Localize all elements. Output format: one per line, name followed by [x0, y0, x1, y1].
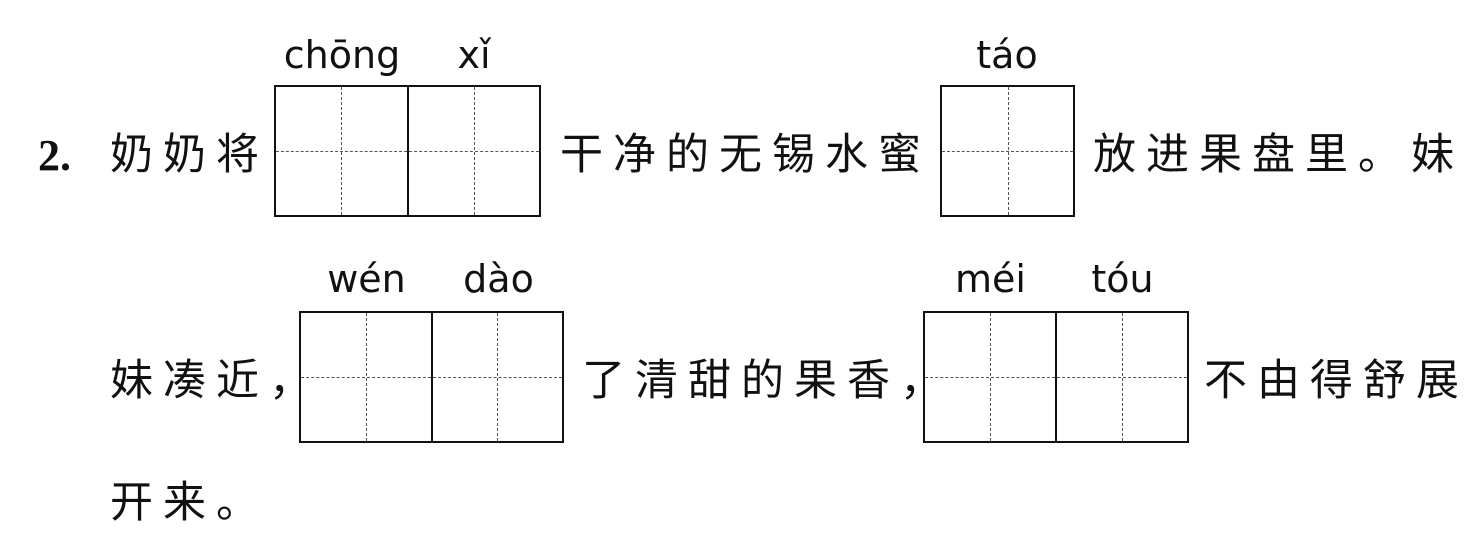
- pinyin-label: méi: [955, 257, 1026, 301]
- pinyin-label: tóu: [1091, 257, 1154, 301]
- tianzige-answer-box[interactable]: [940, 85, 1075, 217]
- pinyin-label: chōng: [283, 33, 401, 77]
- writing-cell[interactable]: [942, 87, 1073, 215]
- writing-cell[interactable]: [301, 313, 431, 441]
- writing-cell[interactable]: [276, 87, 407, 215]
- sentence-text: 了清甜的果香，: [582, 356, 953, 406]
- sentence-text: 开来。: [110, 478, 269, 528]
- pinyin-label: táo: [976, 33, 1038, 77]
- question-number: 2.: [38, 131, 71, 180]
- writing-cell[interactable]: [430, 313, 563, 441]
- tianzige-answer-box[interactable]: [274, 85, 541, 217]
- sentence-text: 奶奶将: [110, 130, 269, 180]
- pinyin-label: wén: [327, 257, 406, 301]
- sentence-text: 放进果盘里。妹: [1093, 130, 1464, 180]
- pinyin-label: dào: [463, 257, 534, 301]
- writing-cell[interactable]: [1055, 313, 1187, 441]
- pinyin-label: xǐ: [457, 33, 491, 77]
- tianzige-answer-box[interactable]: [923, 311, 1189, 443]
- sentence-text: 妹凑近，: [110, 356, 322, 406]
- writing-cell[interactable]: [406, 87, 540, 215]
- sentence-text: 不由得舒展: [1204, 356, 1469, 406]
- sentence-text: 干净的无锡水蜜: [560, 130, 931, 180]
- writing-cell[interactable]: [925, 313, 1055, 441]
- tianzige-answer-box[interactable]: [299, 311, 564, 443]
